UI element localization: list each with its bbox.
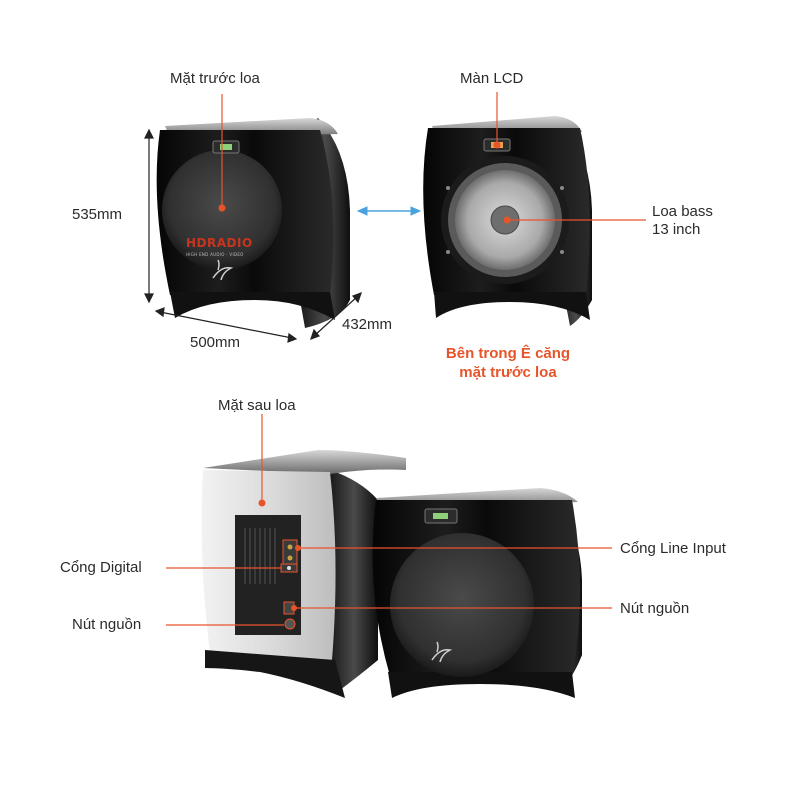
- woofer-screw: [560, 186, 564, 190]
- inner-speaker-base: [434, 292, 590, 320]
- rear-speaker-side: [330, 470, 378, 690]
- height-dimension-label: 535mm: [72, 206, 123, 223]
- rear-speaker-base: [205, 650, 345, 698]
- inner-caption-line2: mặt trước loa: [459, 364, 557, 381]
- front-speaker-base: [170, 292, 335, 320]
- digital-label: Cổng Digital: [60, 559, 142, 576]
- woofer-screw: [560, 250, 564, 254]
- dimension-lines: [144, 128, 362, 343]
- amp-heatsink: [244, 528, 276, 584]
- woofer-screw: [446, 250, 450, 254]
- focal-logo-icon: [431, 641, 453, 663]
- depth-dimension-label: 432mm: [342, 316, 393, 333]
- front-label: Mặt trước loa: [170, 70, 260, 87]
- watermark-tagline: HIGH END AUDIO · VIDEO: [186, 252, 244, 257]
- inner-caption-line1: Bên trong Ê căng: [445, 345, 571, 362]
- front-speaker: [156, 94, 350, 328]
- rear-speaker: [166, 414, 406, 698]
- double-arrow-icon: [356, 206, 422, 216]
- power-left-label: Nút nguồn: [72, 616, 142, 633]
- power-socket: [284, 618, 296, 630]
- focal-logo-icon: [212, 259, 234, 281]
- line-input-ports: [282, 539, 298, 567]
- woofer-screw: [446, 186, 450, 190]
- bottom-front-speaker: [291, 488, 612, 698]
- bottom-front-grille: [390, 533, 534, 677]
- power-right-label: Nút nguồn: [620, 600, 690, 617]
- lcd-label: Màn LCD: [460, 70, 524, 87]
- rear-label: Mặt sau loa: [218, 397, 296, 414]
- inner-speaker: [423, 92, 646, 326]
- watermark-logo: HDRADIO: [186, 236, 253, 250]
- rear-speaker-top: [203, 450, 406, 474]
- bass-label-line2: 13 inch: [652, 221, 701, 238]
- width-dimension-label: 500mm: [190, 334, 241, 351]
- bottom-front-speaker-base: [388, 672, 575, 698]
- inner-caption: Bên trong Ê căng mặt trước loa: [438, 344, 578, 382]
- line-input-label: Cổng Line Input: [620, 540, 726, 557]
- front-lcd-display: [220, 144, 232, 150]
- bass-label-line1: Loa bass: [652, 203, 713, 220]
